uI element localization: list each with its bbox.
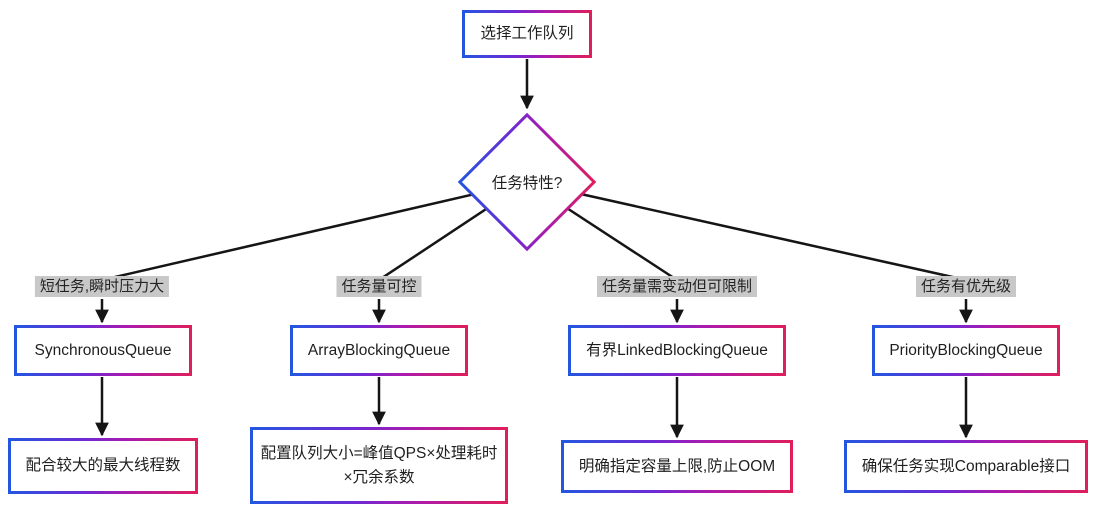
advice-node-1: 配合较大的最大线程数: [8, 438, 198, 494]
decision-label: 任务特性?: [491, 175, 563, 192]
advice-node-label: 配置队列大小=峰值QPS×处理耗时×冗余系数: [253, 430, 505, 501]
queue-node-label: 有界LinkedBlockingQueue: [571, 328, 783, 373]
advice-node-2: 配置队列大小=峰值QPS×处理耗时×冗余系数: [250, 427, 508, 504]
advice-node-label: 确保任务实现Comparable接口: [847, 443, 1085, 490]
edge-line-branch1: [101, 180, 528, 282]
condition-label-2: 任务量可控: [336, 276, 422, 297]
advice-node-4: 确保任务实现Comparable接口: [844, 440, 1088, 493]
advice-node-label: 明确指定容量上限,防止OOM: [564, 443, 790, 490]
root-node: 选择工作队列: [462, 10, 592, 58]
condition-label-1: 短任务,瞬时压力大: [34, 276, 170, 297]
queue-node-priorityblockingqueue: PriorityBlockingQueue: [872, 325, 1060, 376]
advice-node-3: 明确指定容量上限,防止OOM: [561, 440, 793, 493]
root-node-label: 选择工作队列: [465, 13, 589, 55]
advice-node-label: 配合较大的最大线程数: [11, 441, 195, 491]
queue-node-arrayblockingqueue: ArrayBlockingQueue: [290, 325, 468, 376]
queue-node-label: ArrayBlockingQueue: [293, 328, 465, 373]
queue-node-synchronousqueue: SynchronousQueue: [14, 325, 192, 376]
queue-node-label: SynchronousQueue: [17, 328, 189, 373]
condition-label-3: 任务量需变动但可限制: [596, 276, 758, 297]
queue-node-label: PriorityBlockingQueue: [875, 328, 1057, 373]
queue-node-linkedblockingqueue: 有界LinkedBlockingQueue: [568, 325, 786, 376]
condition-label-4: 任务有优先级: [915, 276, 1017, 297]
edge-line-branch4: [526, 180, 967, 282]
